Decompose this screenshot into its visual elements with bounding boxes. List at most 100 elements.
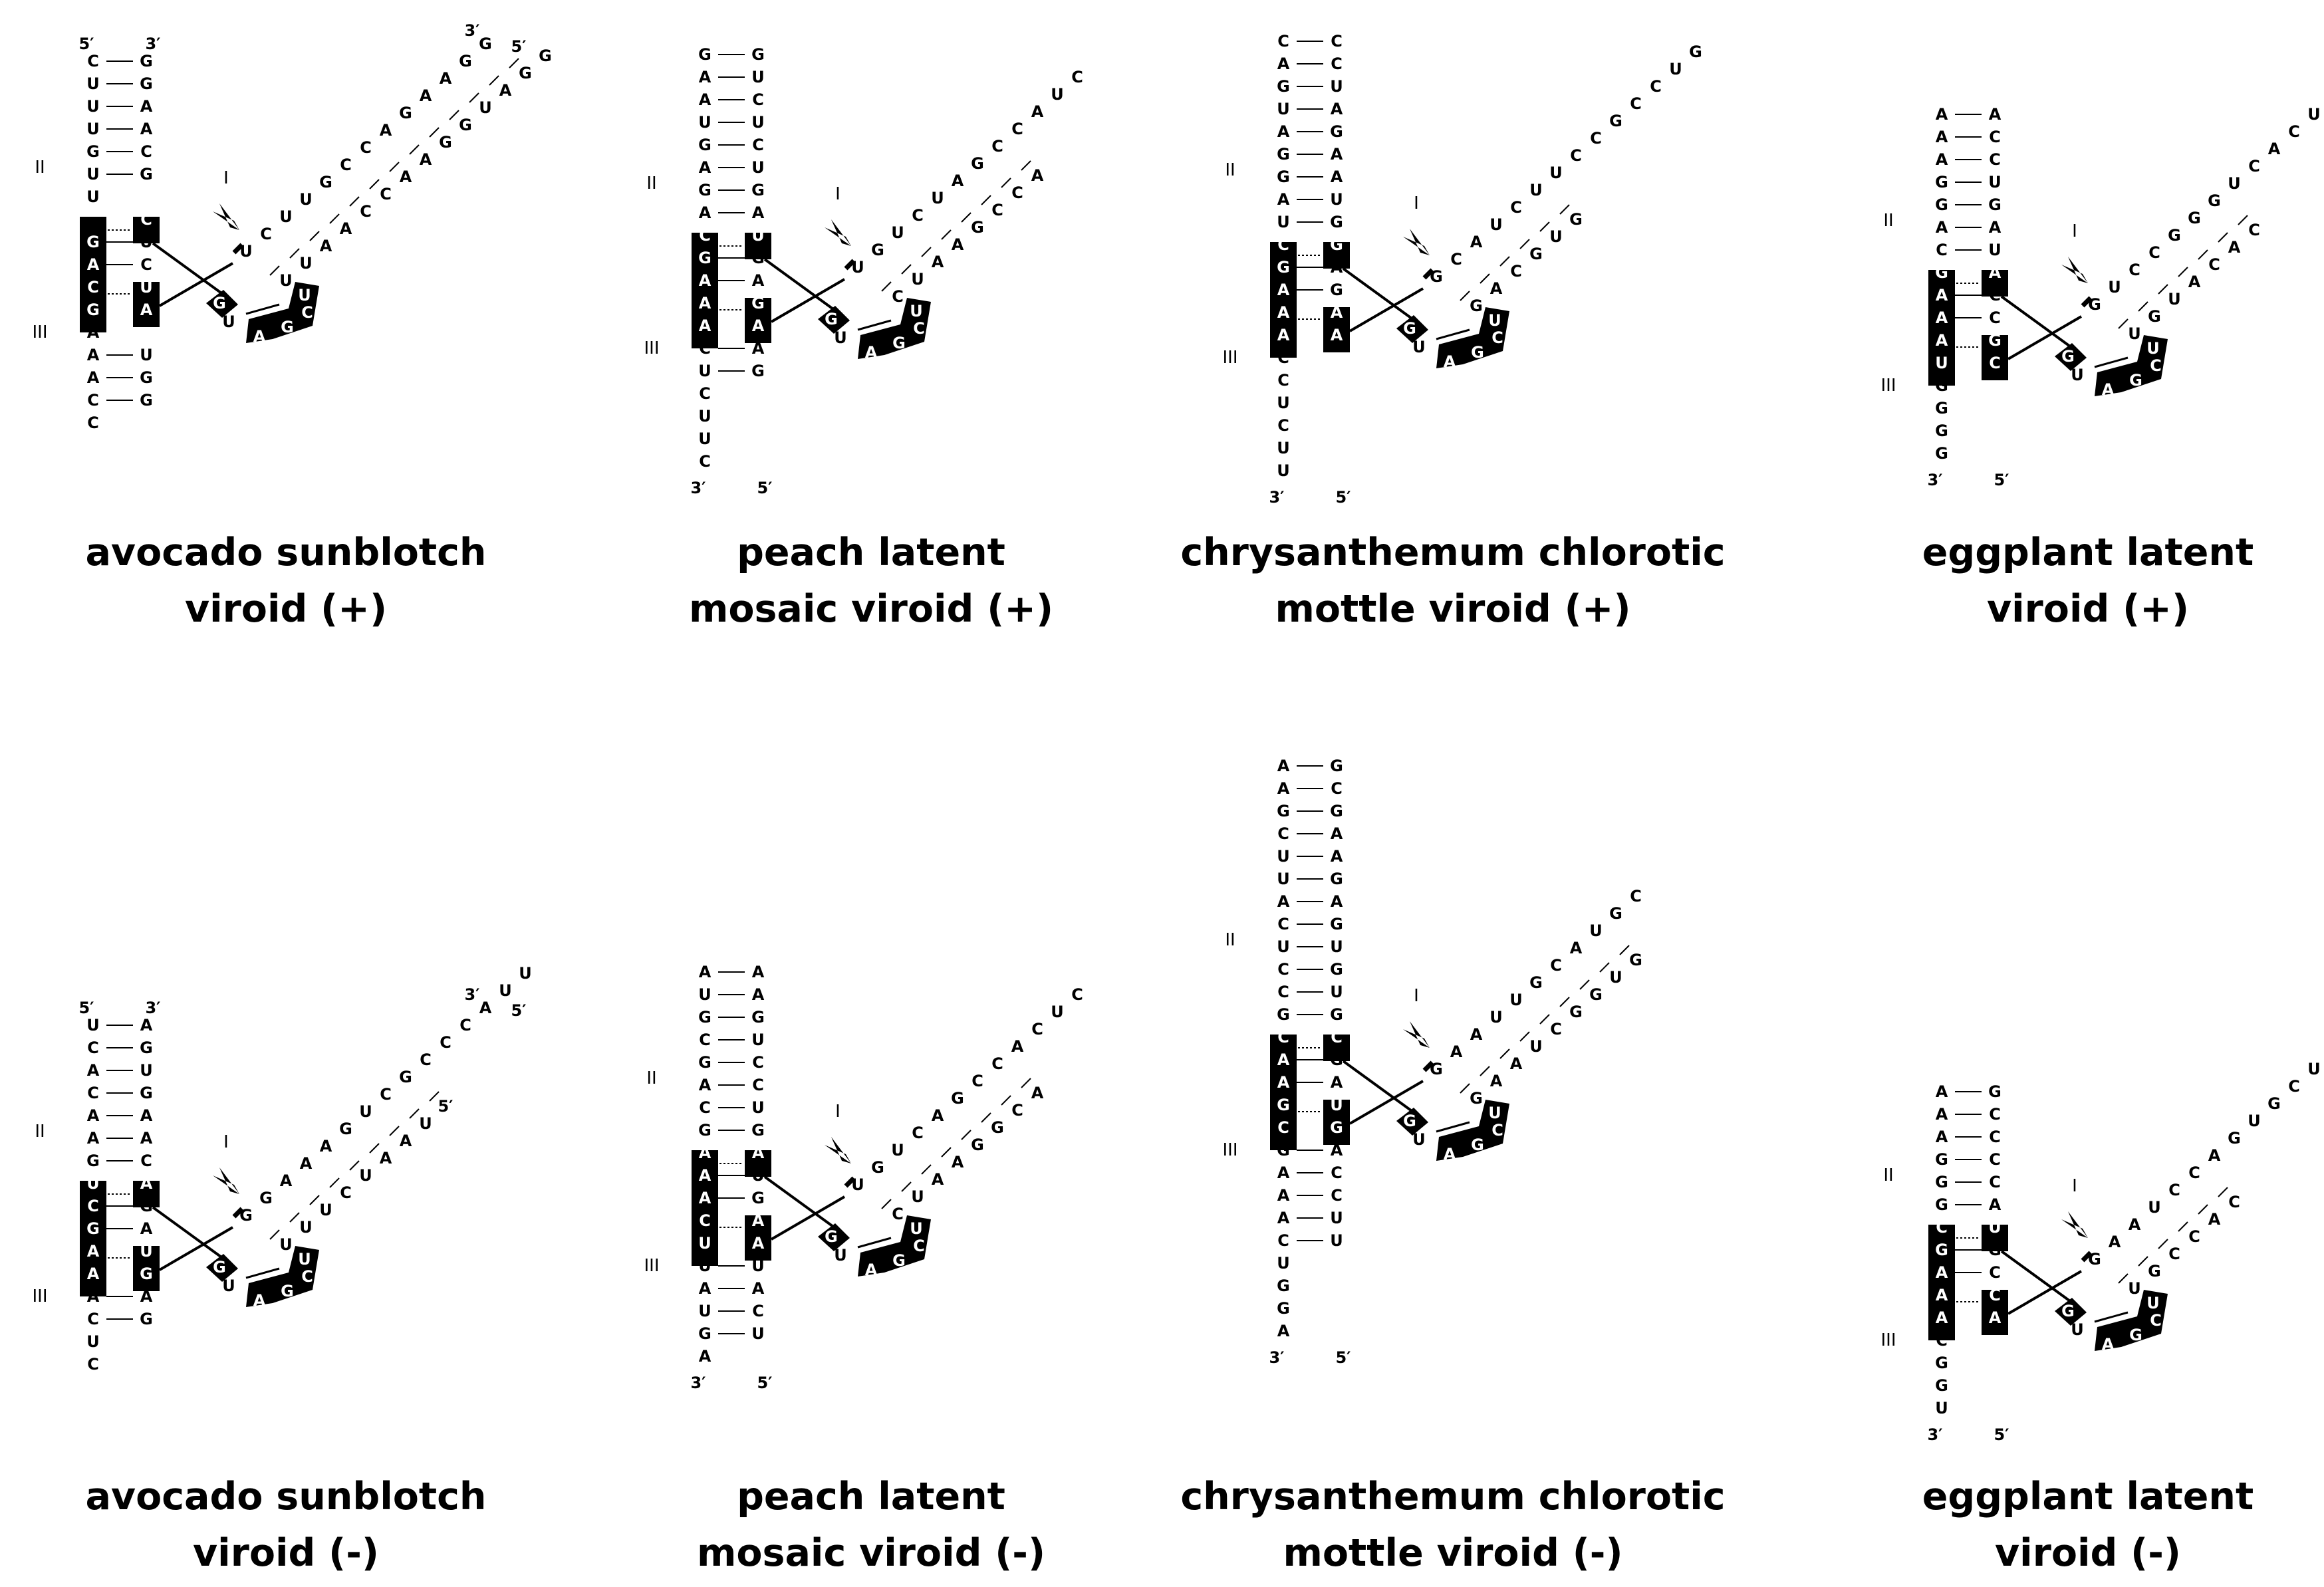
- loop-nucleotide: U: [222, 312, 235, 331]
- stem1-nucleotide: U: [1549, 164, 1563, 182]
- loop-nucleotide: U: [1412, 1130, 1426, 1149]
- stem1-pair-line: [289, 1212, 300, 1223]
- nucleotide-left: G: [86, 1219, 100, 1238]
- nucleotide-left: G: [1935, 263, 1948, 282]
- core-box-left: [1270, 242, 1297, 358]
- stem1-pair-line: [2198, 1204, 2208, 1215]
- stem1-pair-line: [2118, 1273, 2129, 1284]
- stem1-pair-line: [941, 1147, 952, 1158]
- stem1-partner-nucleotide: 5′: [438, 1097, 453, 1116]
- stem1-partner-nucleotide: A: [1031, 1084, 1044, 1102]
- stem1-nucleotide: C: [2129, 261, 2140, 279]
- nucleotide-left: C: [1936, 241, 1948, 259]
- nucleotide-left: C: [1277, 960, 1289, 979]
- stem1-pair-line: [329, 213, 340, 224]
- stem-numeral: III: [1880, 1330, 1896, 1350]
- stem1-nucleotide: C: [2188, 1163, 2200, 1182]
- loop-nucleotide: U: [1488, 311, 1501, 330]
- nucleotide-left: A: [699, 1347, 711, 1366]
- loop-nucleotide: G: [2129, 371, 2142, 390]
- nucleotide-right: A: [1331, 100, 1343, 118]
- strand-end-label: 3′: [1927, 1425, 1942, 1444]
- nucleotide-right: A: [1331, 824, 1343, 843]
- stem1-nucleotide: U: [299, 190, 313, 209]
- stem1-pair-line: [1499, 256, 1510, 267]
- loop-pair-line: [857, 319, 892, 331]
- stem1-partner-nucleotide: A: [932, 1170, 944, 1189]
- nucleotide-left: C: [699, 384, 711, 403]
- stem1-pair-line: [2158, 1239, 2168, 1249]
- core-box-right-ug: [745, 1215, 771, 1261]
- stem1-partner-nucleotide: A: [1490, 1072, 1503, 1090]
- cross-line-b: [763, 258, 839, 314]
- nucleotide-left: G: [698, 1008, 711, 1027]
- stem1-partner-nucleotide: U: [479, 98, 492, 117]
- stem1-partner-nucleotide: A: [932, 253, 944, 271]
- stem-numeral: I: [2072, 1176, 2077, 1196]
- stem1-pair-line: [2178, 267, 2188, 277]
- nucleotide-right: A: [140, 97, 153, 116]
- stem1-nucleotide: C: [1650, 77, 1662, 96]
- loop-nucleotide: U: [910, 302, 923, 320]
- stem1-partner-nucleotide: G: [1569, 1003, 1583, 1021]
- stem1-nucleotide: C: [971, 1072, 983, 1090]
- stem1-partner-nucleotide: A: [2208, 1210, 2221, 1229]
- nucleotide-left: A: [1277, 1322, 1290, 1340]
- nucleotide-left: A: [87, 1242, 100, 1261]
- nucleotide-left: A: [1936, 105, 1948, 124]
- stem1-nucleotide: G: [399, 104, 412, 122]
- nucleotide-left: C: [1277, 416, 1289, 435]
- nucleotide-right: U: [1330, 937, 1343, 956]
- nucleotide-left: U: [1277, 1254, 1290, 1273]
- stem1-partner-nucleotide: U: [911, 270, 924, 289]
- stem1-partner-nucleotide: A: [1031, 166, 1044, 185]
- stem1-nucleotide: U: [1589, 921, 1603, 940]
- nucleotide-right: G: [1330, 1050, 1343, 1069]
- loop-agcu-box: [246, 1246, 319, 1307]
- nucleotide-right: G: [751, 181, 765, 199]
- nucleotide-right: A: [140, 120, 153, 138]
- stem1-nucleotide: C: [2248, 157, 2260, 176]
- stem1-pair-line: [389, 1126, 400, 1136]
- stem-numeral: III: [32, 1286, 47, 1306]
- stem1-partner-nucleotide: C: [1011, 1101, 1023, 1120]
- stem1-nucleotide: A: [280, 1171, 293, 1190]
- cleavage-site-bar: [232, 243, 244, 255]
- stem1-nucleotide: C: [1630, 94, 1642, 113]
- core-box-right-ug: [1323, 307, 1350, 352]
- nucleotide-right: C: [1331, 32, 1343, 51]
- loop-g-box: [818, 1223, 850, 1251]
- stem1-pair-line: [1499, 1048, 1510, 1059]
- strand-end-label: 3′: [1269, 1348, 1284, 1367]
- panel-caption: viroid (+): [1987, 587, 2189, 631]
- stem1-pair-line: [269, 1229, 280, 1240]
- core-box-right-a: [1323, 1035, 1350, 1061]
- nucleotide-left: A: [1936, 1082, 1948, 1101]
- nucleotide-left: C: [1277, 983, 1289, 1001]
- stem1-nucleotide: A: [1470, 1025, 1483, 1044]
- nucleotide-left: A: [1936, 286, 1948, 305]
- nucleotide-left: U: [1277, 847, 1290, 866]
- stem1-pair-line: [269, 265, 280, 276]
- stem-numeral: II: [1225, 930, 1235, 950]
- loop-pair-line: [2094, 356, 2129, 368]
- stem1-pair-line: [1559, 997, 1570, 1007]
- nucleotide-left: C: [699, 339, 711, 358]
- nucleotide-left: A: [699, 271, 711, 290]
- nucleotide-left: A: [87, 1106, 100, 1125]
- panel-caption: chrysanthemum chlorotic: [1180, 531, 1725, 574]
- nucleotide-right: U: [140, 278, 153, 297]
- core-box-left: [692, 233, 718, 348]
- nucleotide-right: G: [1330, 235, 1343, 254]
- panel-caption: mottle viroid (+): [1275, 587, 1630, 631]
- stem1-partner-nucleotide: G: [459, 116, 472, 134]
- nucleotide-left: A: [87, 1265, 100, 1283]
- nucleotide-left: C: [1936, 1218, 1948, 1237]
- nucleotide-right: U: [751, 1098, 765, 1117]
- loop-nucleotide: A: [1444, 1145, 1456, 1163]
- stem1-partner-nucleotide: A: [340, 219, 352, 238]
- stem1-pair-line: [1599, 962, 1610, 973]
- core-box-right-ug: [1982, 335, 2008, 380]
- nucleotide-left: C: [1277, 348, 1289, 367]
- stem1-partner-nucleotide: C: [360, 202, 372, 221]
